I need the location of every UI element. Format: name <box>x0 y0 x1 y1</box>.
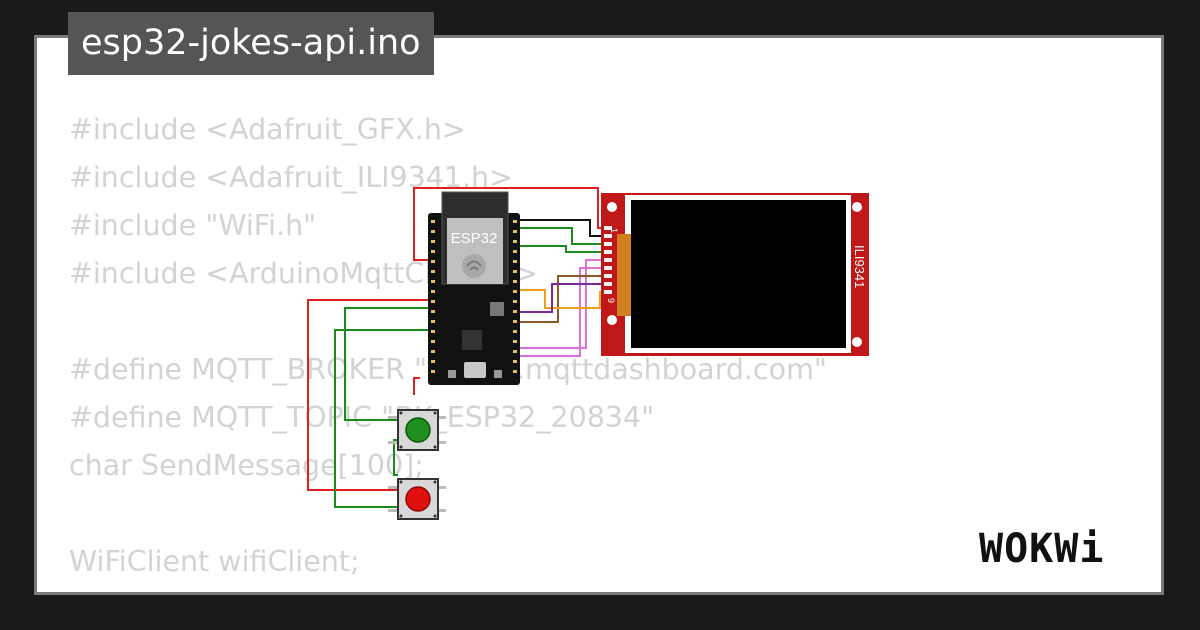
wire-brown <box>514 275 606 323</box>
red-button-cap[interactable] <box>405 486 431 512</box>
display-label: ILI9341 <box>852 245 867 288</box>
green-button-cap[interactable] <box>405 417 431 443</box>
esp32-board[interactable]: ESP32 <box>428 191 520 385</box>
code-line: #include "WiFi.h" <box>69 209 317 242</box>
wokwi-logo[interactable]: WOKWi <box>979 526 1105 572</box>
wire-green-button-c <box>393 439 398 476</box>
reset-button-icon[interactable] <box>494 370 502 378</box>
wire-red-power <box>413 187 606 261</box>
wire-green-1 <box>514 227 606 245</box>
ili9341-display[interactable]: 1 9 ILI9341 <box>601 193 869 356</box>
wire-green-button-a <box>344 307 432 421</box>
wire-green-button-b <box>334 329 432 508</box>
wire-orange <box>514 289 606 309</box>
pin-label-last: 9 <box>606 298 616 303</box>
espressif-logo-icon <box>462 254 486 278</box>
board-component <box>490 302 504 316</box>
mount-hole-icon <box>607 202 617 212</box>
mount-hole-icon <box>607 315 617 325</box>
board-label: ESP32 <box>451 230 498 247</box>
project-title: esp32-jokes-api.ino <box>68 12 434 75</box>
usb-port-icon <box>464 362 486 378</box>
wire-red-button <box>307 299 432 491</box>
wire-red-button-2 <box>413 377 420 395</box>
board-chip <box>462 330 482 350</box>
display-pins <box>604 226 612 294</box>
code-line: #define MQTT_TOPIC "BK_ESP32_20834" <box>69 401 655 434</box>
display-connector <box>617 234 631 316</box>
code-line: char SendMessage[100]; <box>69 449 424 482</box>
code-line: #include <Adafruit_GFX.h> <box>69 113 466 146</box>
wire-pink-2 <box>514 267 606 357</box>
code-preview: #include <Adafruit_GFX.h> #include <Adaf… <box>69 106 827 592</box>
wire-green-2 <box>514 245 606 253</box>
boot-button-icon[interactable] <box>448 370 456 378</box>
display-screen <box>631 200 846 348</box>
wire-black-gnd <box>514 219 606 237</box>
board-pins-right <box>513 220 517 373</box>
wire-purple <box>514 283 606 313</box>
pin-label-first: 1 <box>609 228 619 233</box>
mount-hole-icon <box>852 202 862 212</box>
wires <box>307 187 606 508</box>
mount-hole-icon <box>852 337 862 347</box>
red-pushbutton[interactable] <box>388 478 446 520</box>
preview-card: #include <Adafruit_GFX.h> #include <Adaf… <box>34 35 1164 595</box>
code-line: WiFiClient wifiClient; <box>69 545 360 578</box>
board-pins-left <box>431 220 435 373</box>
wire-pink-1 <box>514 259 606 349</box>
green-pushbutton[interactable] <box>388 409 446 451</box>
